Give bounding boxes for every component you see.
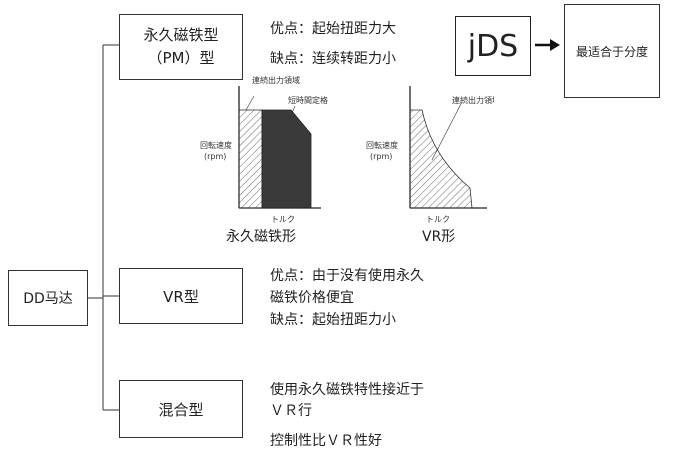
pm-pro-text: 优点：起始扭距力大	[270, 21, 396, 37]
pm-type-node: 永久磁铁型 （PM）型	[119, 14, 243, 80]
pm-ylabel-line1: 回転速度	[200, 140, 232, 150]
hybrid-desc-line3: 控制性比ＶＲ性好	[270, 433, 382, 449]
vr-type-node: VR型	[119, 268, 243, 324]
pm-ylabel-line2: (rpm)	[204, 152, 226, 161]
root-node-dd-motor: DD马达	[8, 270, 88, 326]
vr-ylabel-line2: (rpm)	[370, 152, 392, 161]
continuous-region	[238, 109, 263, 209]
pm-xlabel: トルク	[271, 215, 295, 224]
vr-characteristic-chart: 連続出力領域 回転速度 (rpm) トルク	[366, 86, 494, 224]
pm-annot-short-time: 短時間定格領域	[288, 95, 328, 105]
jds-logo-text: jDS	[467, 28, 519, 64]
hybrid-type-title: 混合型	[158, 400, 204, 419]
pm-annot-continuous: 連続出力領域	[252, 76, 300, 85]
vr-continuous-region	[409, 109, 473, 209]
vr-pro-text-line1: 优点：由于没有使用永久	[270, 268, 424, 284]
vr-type-title: VR型	[163, 287, 199, 306]
hybrid-desc-line2: ＶＲ行	[270, 403, 312, 419]
vr-chart-caption: VR形	[422, 229, 456, 245]
best-for-indexing-label: 最适合于分度	[575, 44, 648, 59]
vr-annot-continuous: 連続出力領域	[452, 95, 494, 105]
pm-type-title-line2: （PM）型	[147, 49, 215, 67]
short-time-region	[261, 109, 312, 209]
best-for-indexing-box: 最适合于分度	[564, 4, 660, 98]
pm-con-text: 缺点：连续转距力小	[270, 51, 396, 67]
vr-con-text: 缺点：起始扭距力小	[270, 312, 396, 328]
vr-xlabel: トルク	[426, 215, 450, 224]
vr-pro-text-line2: 磁铁价格便宜	[270, 290, 354, 306]
jds-logo-box: jDS	[455, 16, 531, 76]
pm-type-title-line1: 永久磁铁型	[143, 26, 219, 44]
hybrid-desc-line1: 使用永久磁铁特性接近于	[270, 382, 424, 398]
pm-chart-caption: 永久磁铁形	[226, 229, 296, 245]
hybrid-type-node: 混合型	[119, 380, 243, 438]
pm-characteristic-chart: 連続出力領域 短時間定格領域 回転速度 (rpm) トルク	[200, 76, 328, 224]
root-node-label: DD马达	[23, 291, 73, 307]
vr-ylabel-line1: 回転速度	[366, 140, 398, 150]
